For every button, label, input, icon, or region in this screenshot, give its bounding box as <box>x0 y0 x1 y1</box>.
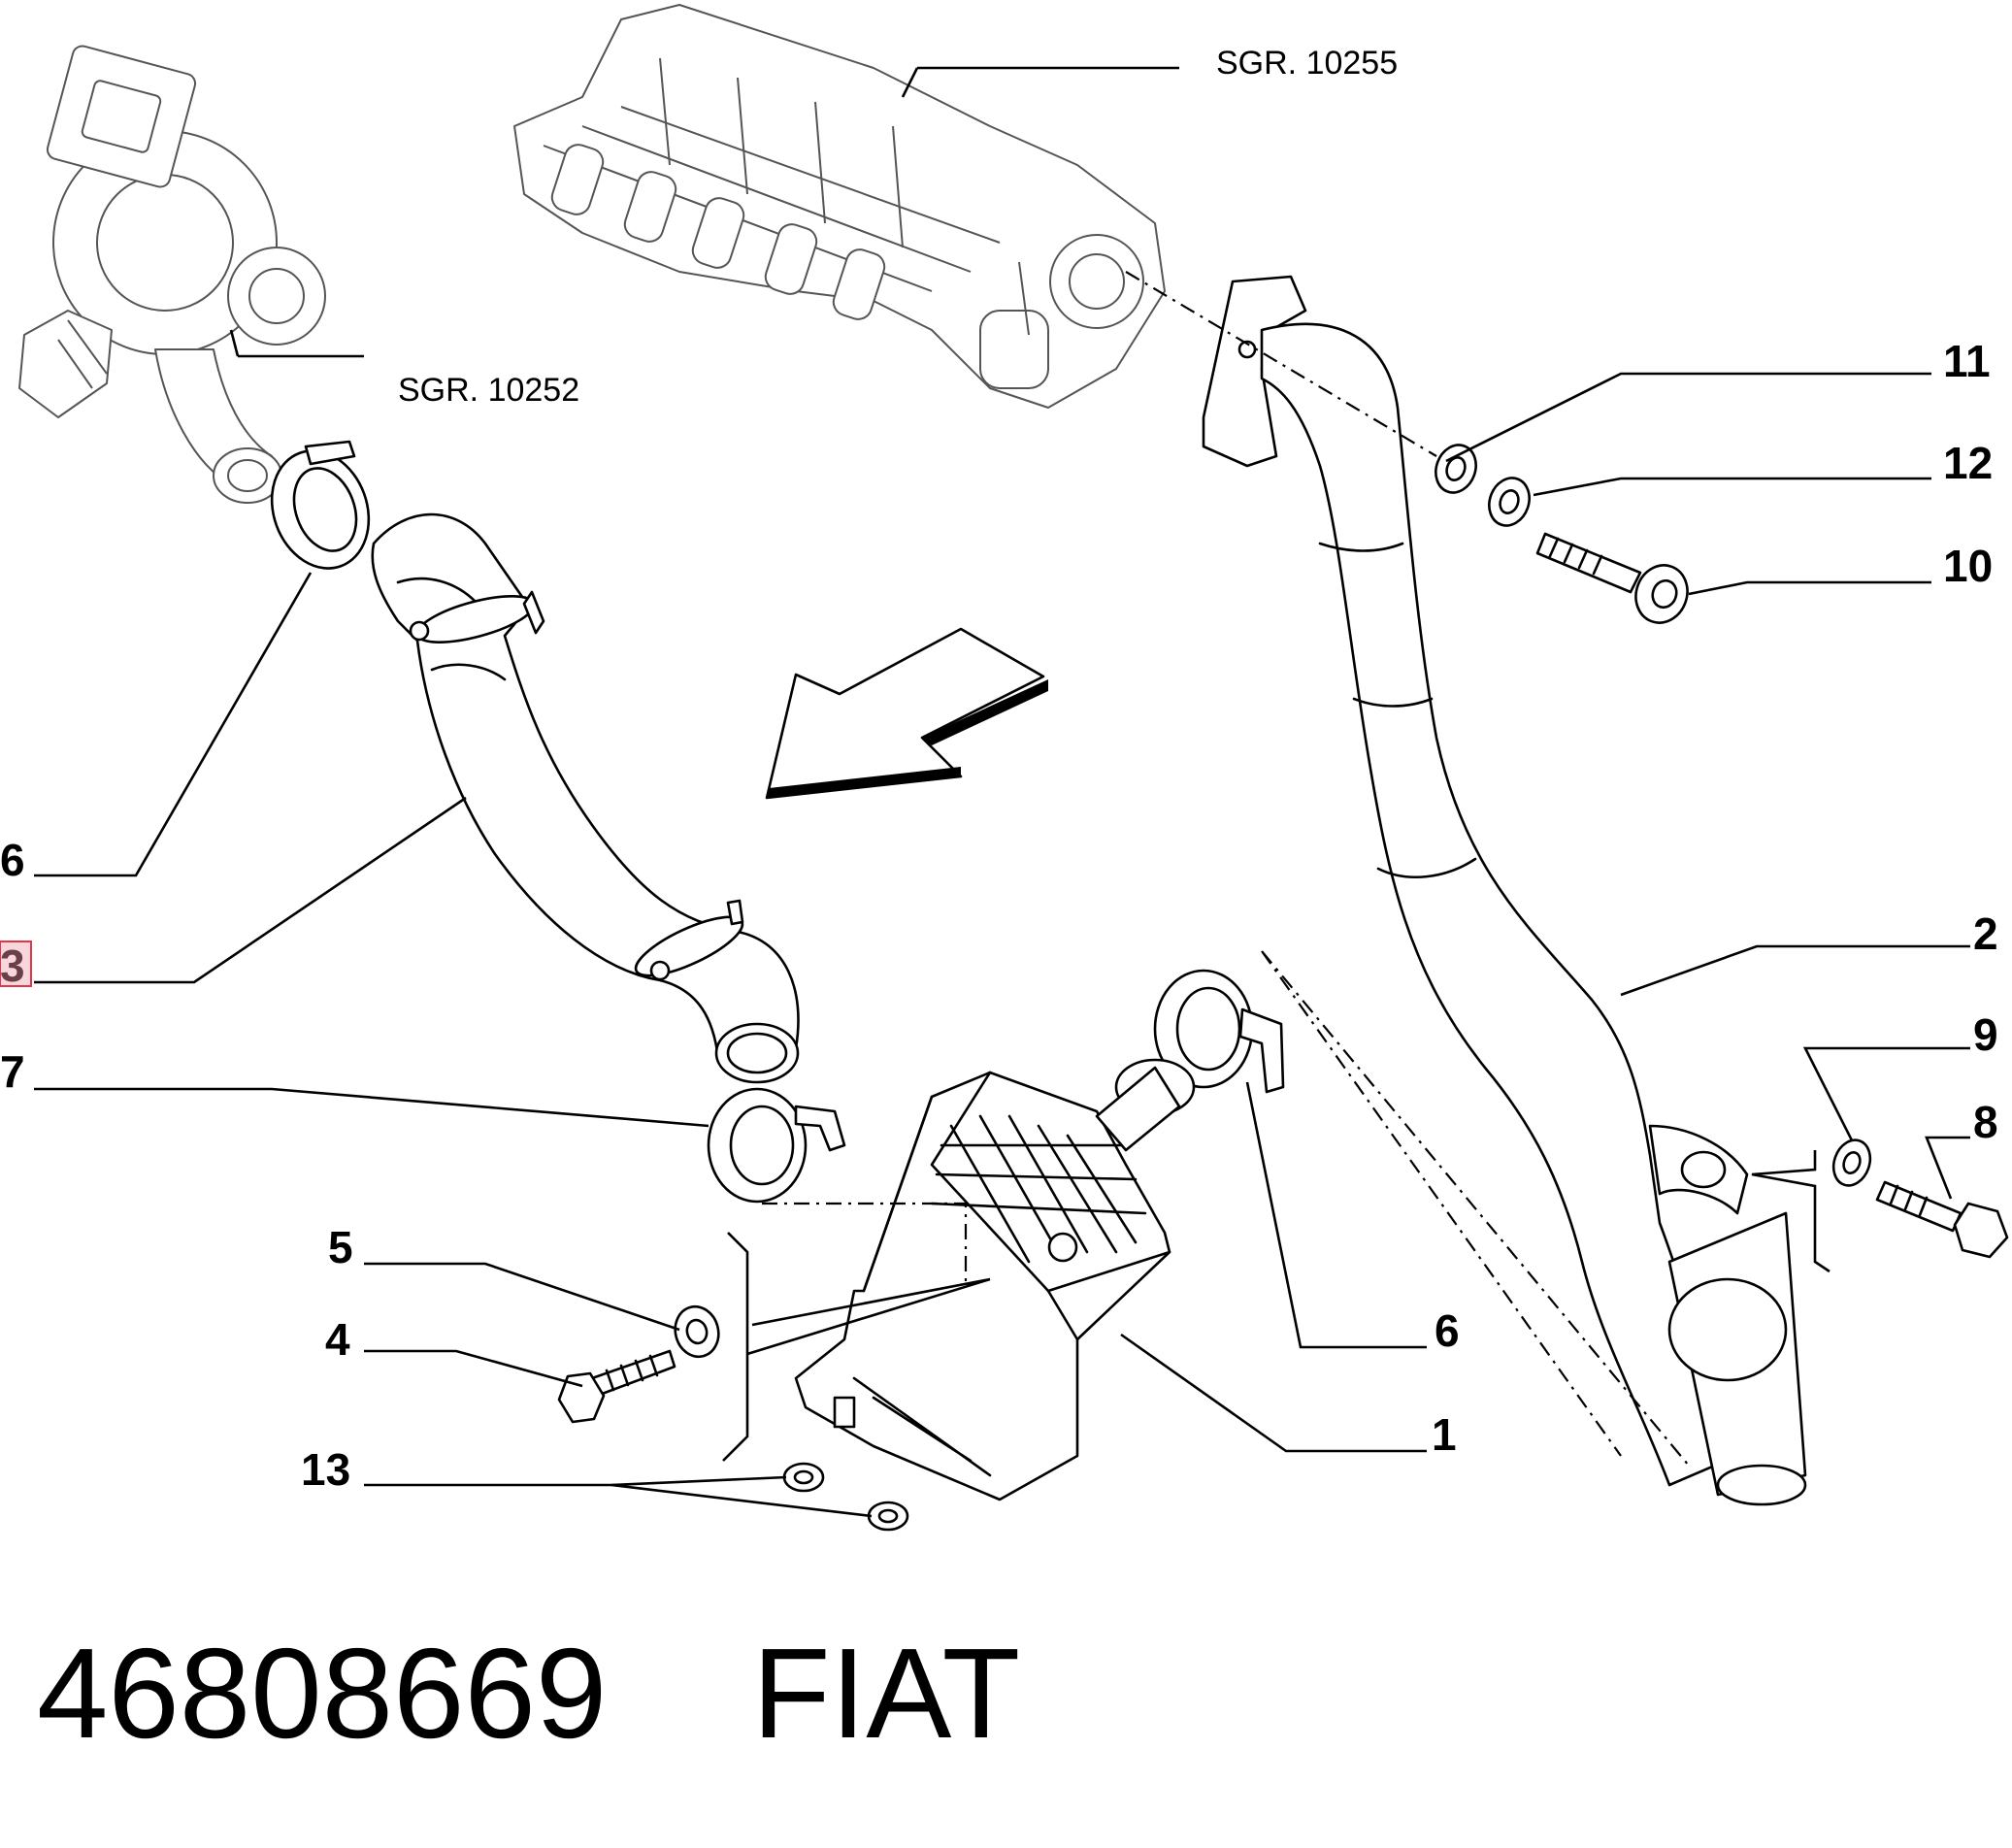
callout-8: 8 <box>1973 1097 1998 1147</box>
brand-name: FIAT <box>752 1622 1020 1765</box>
clamp-part-7 <box>707 1087 846 1204</box>
callout-10: 10 <box>1943 541 1993 591</box>
callout-13: 13 <box>301 1444 350 1495</box>
callout-11: 11 <box>1943 336 1991 386</box>
callout-5: 5 <box>328 1222 353 1272</box>
clamp-part-6-lower <box>1153 969 1285 1094</box>
washer-part-11 <box>1435 444 1477 494</box>
intake-manifold-drawing <box>513 4 1166 409</box>
airflow-arrow <box>765 627 1048 800</box>
callout-6-right: 6 <box>1435 1305 1460 1356</box>
callout-6-left: 6 <box>0 835 25 885</box>
intercooler-part-1 <box>794 1058 1196 1502</box>
washer-part-9 <box>1831 1138 1872 1187</box>
washer-part-12 <box>1488 477 1531 527</box>
grommet-part-13 <box>782 1462 909 1532</box>
callout-7: 7 <box>0 1046 25 1097</box>
callout-9: 9 <box>1973 1009 1998 1060</box>
reference-label-intake-manifold: SGR. 10255 <box>1216 45 1398 82</box>
callout-3: 3 <box>0 940 25 991</box>
clamp-part-6-upper <box>270 440 371 570</box>
screw-part-4 <box>557 1349 676 1424</box>
callout-2: 2 <box>1973 908 1998 959</box>
pipe-part-2 <box>1202 275 1807 1506</box>
callout-1: 1 <box>1432 1409 1457 1460</box>
bracket-marks <box>722 1150 1831 1462</box>
bolt-part-10 <box>1535 532 1689 624</box>
turbocharger-drawing <box>18 45 326 504</box>
callout-12: 12 <box>1943 438 1993 488</box>
reference-label-turbocharger: SGR. 10252 <box>398 372 579 409</box>
callout-3-highlight <box>0 940 32 987</box>
leader-lines <box>34 66 1970 1518</box>
bolt-part-8 <box>1875 1180 2009 1259</box>
callout-4: 4 <box>325 1314 350 1365</box>
part-number: 46808669 <box>37 1622 607 1765</box>
assembly-axes <box>762 271 1690 1467</box>
washer-part-5 <box>674 1304 720 1359</box>
hose-part-3 <box>371 512 800 1084</box>
